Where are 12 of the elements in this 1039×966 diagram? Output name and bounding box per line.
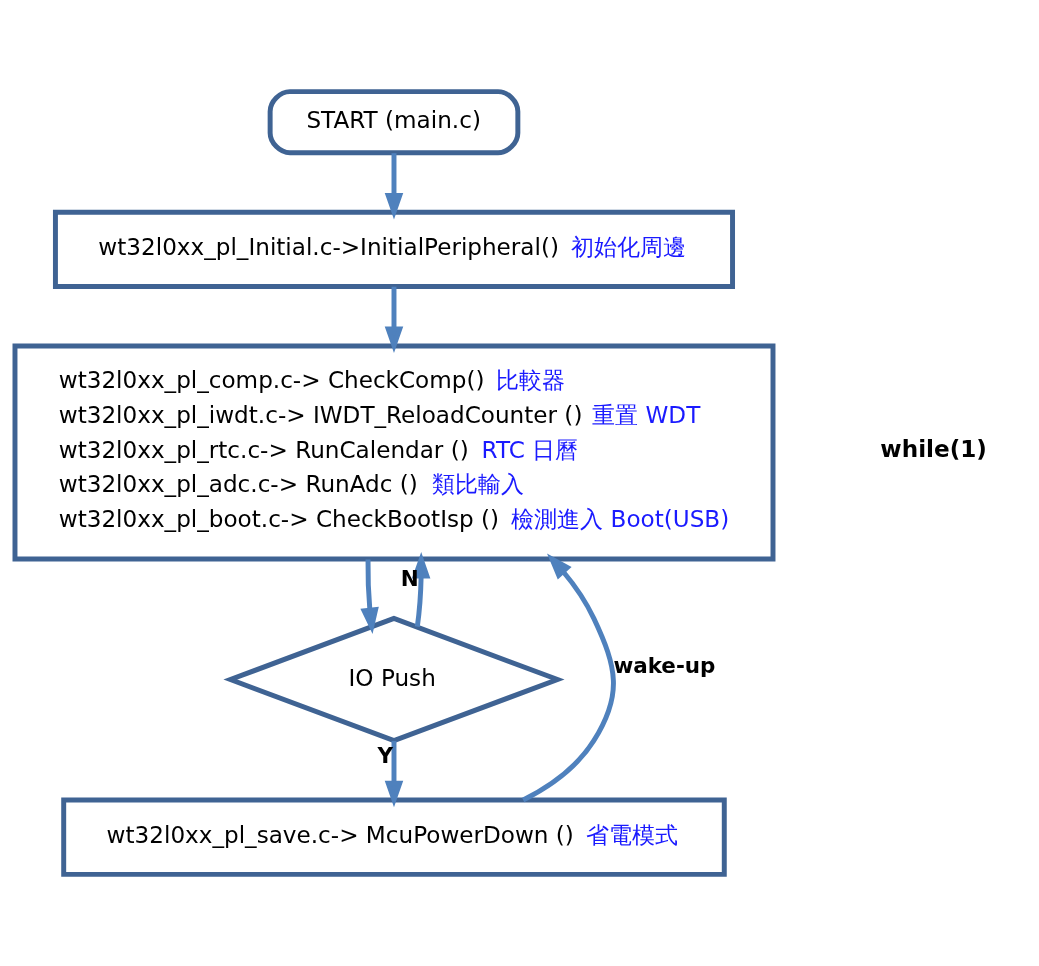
arrow xyxy=(384,286,404,353)
edge-label: wake-up xyxy=(613,653,716,679)
label: while(1) xyxy=(880,435,987,462)
node-box: START (main.c) xyxy=(267,89,521,156)
arrow xyxy=(384,153,404,220)
node-box: wt32l0xx_pl_Initial.c->InitialPeripheral() 初始化周邊 xyxy=(52,209,735,289)
arrow xyxy=(522,553,616,803)
arrow xyxy=(360,559,379,634)
node-box: wt32l0xx_pl_save.c-> McuPowerDown () 省電模式 xyxy=(61,797,727,877)
node-diamond: IO Push xyxy=(223,615,565,744)
node-box: wt32l0xx_pl_comp.c-> CheckComp() 比較器 wt32l0xx_pl_iwdt.c-> IWDT_ReloadCounter () 重置 WDT wt32l0xx_pl_rtc.c-> RunCalendar () RTC 日曆 wt32l0xx_pl_adc.c-> RunAdc () 類比輸入 wt32l0xx_pl_boot.c-> CheckBootIsp () 檢測進入 Boot(USB) xyxy=(12,343,776,562)
edge-label: N xyxy=(400,566,419,592)
